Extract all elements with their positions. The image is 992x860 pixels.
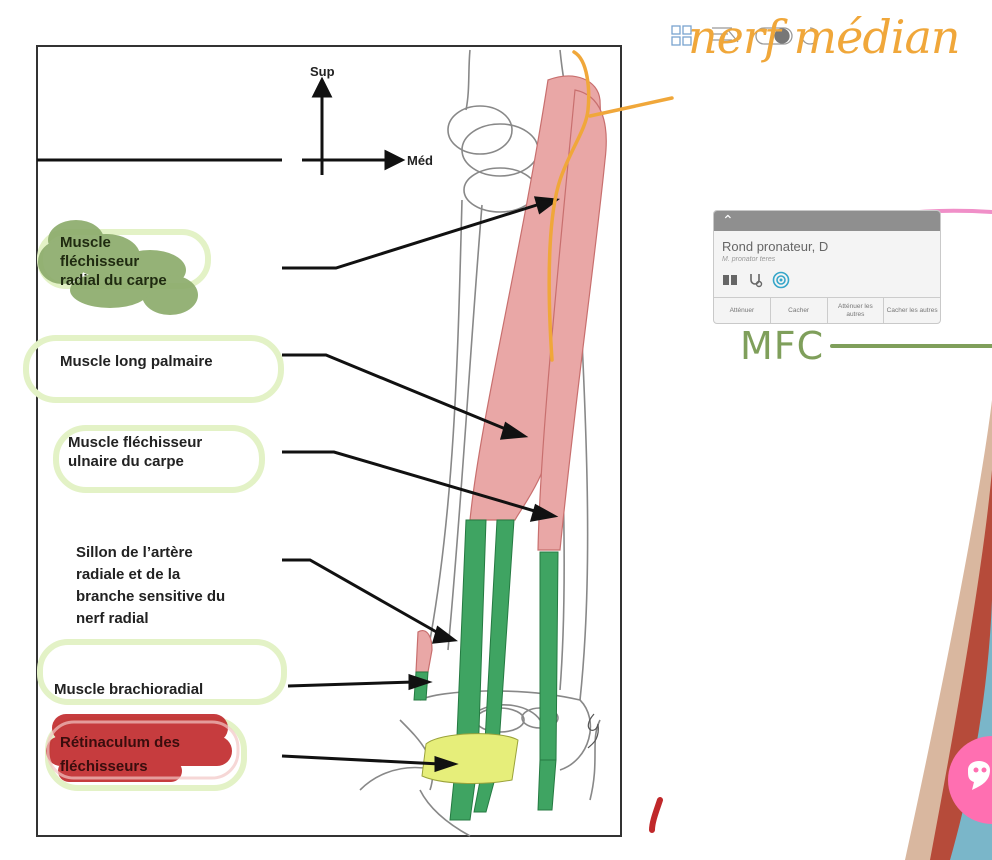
label-sillon: Sillon de l’artère radiale et de la bran…: [76, 544, 226, 627]
axis-right-label: Méd: [407, 153, 433, 168]
retinaculum: [421, 733, 519, 784]
axis-up-label: Sup: [310, 64, 335, 79]
attenuer-button[interactable]: Atténuer: [714, 298, 771, 323]
structure-panel: ⌃ Rond pronateur, D M. pronator teres At…: [713, 210, 941, 324]
book-icon[interactable]: [722, 274, 738, 286]
cacher-button[interactable]: Cacher: [771, 298, 828, 323]
label-brachioradial: Muscle brachioradial: [54, 681, 204, 698]
pointer-lines: [281, 196, 560, 773]
label-flechisseur-ulnaire: Muscle fléchisseur ulnaire du carpe: [68, 434, 203, 470]
chevron-up-icon[interactable]: ⌃: [722, 212, 734, 228]
chat-bubble-icon[interactable]: [948, 736, 992, 824]
handwritten-mfc: MFC: [740, 324, 825, 368]
cacher-autres-button[interactable]: Cacher les autres: [886, 307, 938, 314]
toolbar: [671, 25, 819, 46]
nerve-ink: [547, 50, 674, 362]
handwritten-nerf-median: nerf médian: [688, 10, 961, 64]
stethoscope-icon[interactable]: [747, 272, 763, 288]
panel-icons: [722, 271, 790, 289]
panel-header[interactable]: ⌃: [714, 211, 940, 231]
panel-buttons: Atténuer Cacher Atténuer les autres Cach…: [714, 297, 940, 323]
label-retinaculum: Rétinaculum des fléchisseurs: [60, 734, 181, 775]
panel-subtitle: M. pronator teres: [722, 256, 776, 263]
toggle-icon[interactable]: [755, 27, 793, 45]
muscle-bellies: [415, 75, 607, 673]
reset-icon[interactable]: [801, 27, 819, 45]
target-icon[interactable]: [772, 271, 790, 289]
panel-title: Rond pronateur, D: [722, 239, 829, 254]
label-flechisseur-radial: Muscle fléchisseur radial du carpe: [60, 234, 167, 289]
grid-icon[interactable]: [671, 25, 692, 46]
axis-cross: [302, 76, 406, 175]
red-ink-mark: [649, 797, 663, 833]
attenuer-autres-button[interactable]: Atténuer les autres: [828, 298, 885, 323]
layers-icon[interactable]: [712, 27, 739, 43]
green-scribble: [38, 220, 198, 315]
label-long-palmaire: Muscle long palmaire: [60, 353, 213, 370]
